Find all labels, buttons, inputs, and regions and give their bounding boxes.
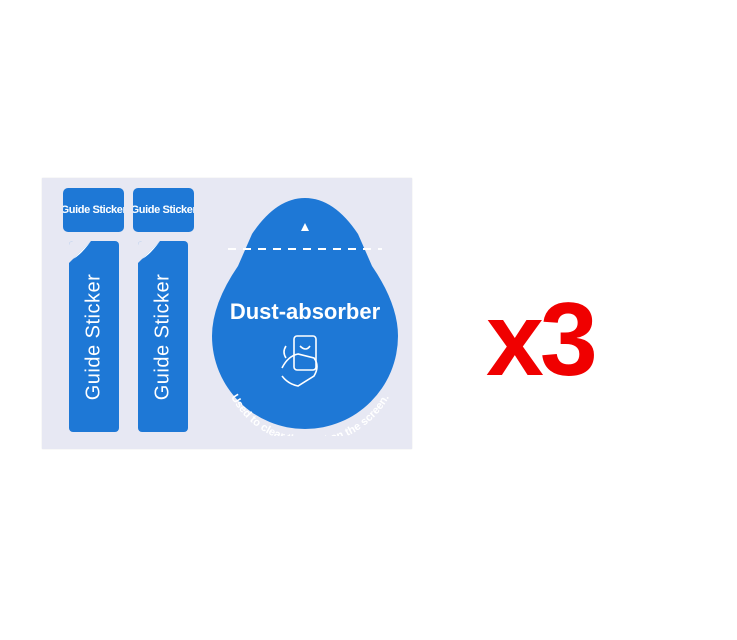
phone-cleaning-icon <box>281 335 318 387</box>
sticker-sheet: Guide Sticker Guide Sticker Guide Sticke… <box>42 178 412 449</box>
guide-sticker-strip-2: Guide Sticker <box>138 241 188 432</box>
peel-corner-icon <box>138 241 160 263</box>
guide-sticker-strip-label: Guide Sticker <box>151 273 174 400</box>
dust-absorber-sticker: Dust-absorber Used to clear the dust on … <box>212 198 398 436</box>
quantity-label: x3 <box>486 282 598 398</box>
dust-absorber-shape <box>212 198 398 429</box>
guide-sticker-tab-2: Guide Sticker <box>133 188 194 232</box>
dust-absorber-title: Dust-absorber <box>230 299 381 324</box>
peel-corner-icon <box>69 241 91 263</box>
guide-sticker-strip-1: Guide Sticker <box>69 241 119 432</box>
guide-sticker-tab-1: Guide Sticker <box>63 188 124 232</box>
guide-sticker-tab-label: Guide Sticker <box>63 204 124 216</box>
triangle-up-icon <box>301 223 309 231</box>
guide-sticker-tab-label: Guide Sticker <box>133 204 194 216</box>
guide-sticker-strip-label: Guide Sticker <box>82 273 105 400</box>
